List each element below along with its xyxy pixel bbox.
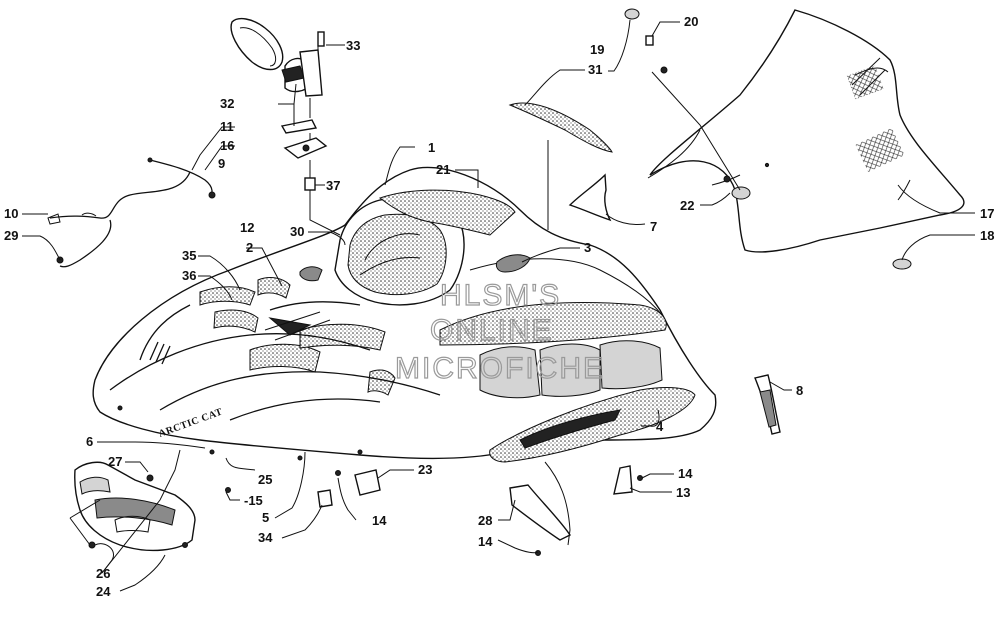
callout-14-b: 14 — [372, 513, 387, 528]
part-20-cap — [624, 8, 640, 20]
watermark: HLSM'S ONLINE MICROFICHE — [394, 278, 605, 385]
front-bumper — [74, 461, 196, 552]
callout-11: 11 — [220, 119, 234, 134]
part-7-deflector — [568, 173, 612, 222]
callout-23: 23 — [418, 462, 432, 477]
windshield — [647, 9, 965, 253]
part-28-cover — [509, 484, 572, 541]
part-23-bracket — [354, 469, 381, 496]
callout-29: 29 — [4, 228, 18, 243]
callout-34: 34 — [258, 530, 273, 545]
callout-5: 5 — [262, 510, 269, 525]
part-12-vent — [299, 266, 323, 282]
callout-8: 8 — [796, 383, 803, 398]
leader-lines — [22, 19, 975, 592]
callout-9: 9 — [218, 156, 225, 171]
callout-22: 22 — [680, 198, 694, 213]
callout-24: 24 — [96, 584, 111, 599]
callout-7: 7 — [650, 219, 657, 234]
callout-25: 25 — [258, 472, 272, 487]
part-31-strip — [508, 102, 613, 153]
callout-35: 35 — [182, 248, 196, 263]
callout-31: 31 — [588, 62, 602, 77]
hood-badge — [149, 341, 171, 365]
part-22-grommet — [731, 186, 751, 200]
callout-17: 17 — [980, 206, 994, 221]
part-34-clip — [317, 489, 333, 508]
callout-14-c: 14 — [478, 534, 493, 549]
callout-28: 28 — [478, 513, 492, 528]
callout-16: 16 — [220, 138, 234, 153]
callout-labels: 1 2 3 4 5 6 7 8 9 10 11 12 13 14 14 14 -… — [4, 14, 994, 599]
callout-36: 36 — [182, 268, 196, 283]
watermark-line-3: MICROFICHE — [395, 352, 605, 385]
hood: ARCTIC CAT — [92, 166, 717, 463]
callout-14-a: 14 — [678, 466, 693, 481]
callout-27: 27 — [108, 454, 122, 469]
callout-33: 33 — [346, 38, 360, 53]
callout-37: 37 — [326, 178, 340, 193]
callout-18: 18 — [980, 228, 994, 243]
callout-10: 10 — [4, 206, 18, 221]
callout-6: 6 — [86, 434, 93, 449]
callout-32: 32 — [220, 96, 234, 111]
watermark-line-2: ONLINE — [430, 314, 554, 347]
callout-13: 13 — [676, 485, 690, 500]
part-18-grommet — [892, 258, 912, 270]
callout-20: 20 — [684, 14, 698, 29]
callout-19: 19 — [590, 42, 604, 57]
mirror-assembly — [230, 17, 341, 236]
callout-21: 21 — [436, 162, 450, 177]
callout-30: 30 — [290, 224, 304, 239]
callout-15: -15 — [244, 493, 263, 508]
part-3-scoop — [495, 254, 531, 273]
part-13-bracket — [613, 465, 633, 495]
callout-3: 3 — [584, 240, 591, 255]
callout-1: 1 — [428, 140, 435, 155]
callout-26: 26 — [96, 566, 110, 581]
watermark-line-1: HLSM'S — [440, 279, 561, 312]
callout-4: 4 — [656, 419, 664, 434]
callout-12: 12 — [240, 220, 254, 235]
cable-assembly — [47, 157, 216, 268]
callout-2: 2 — [246, 240, 253, 255]
